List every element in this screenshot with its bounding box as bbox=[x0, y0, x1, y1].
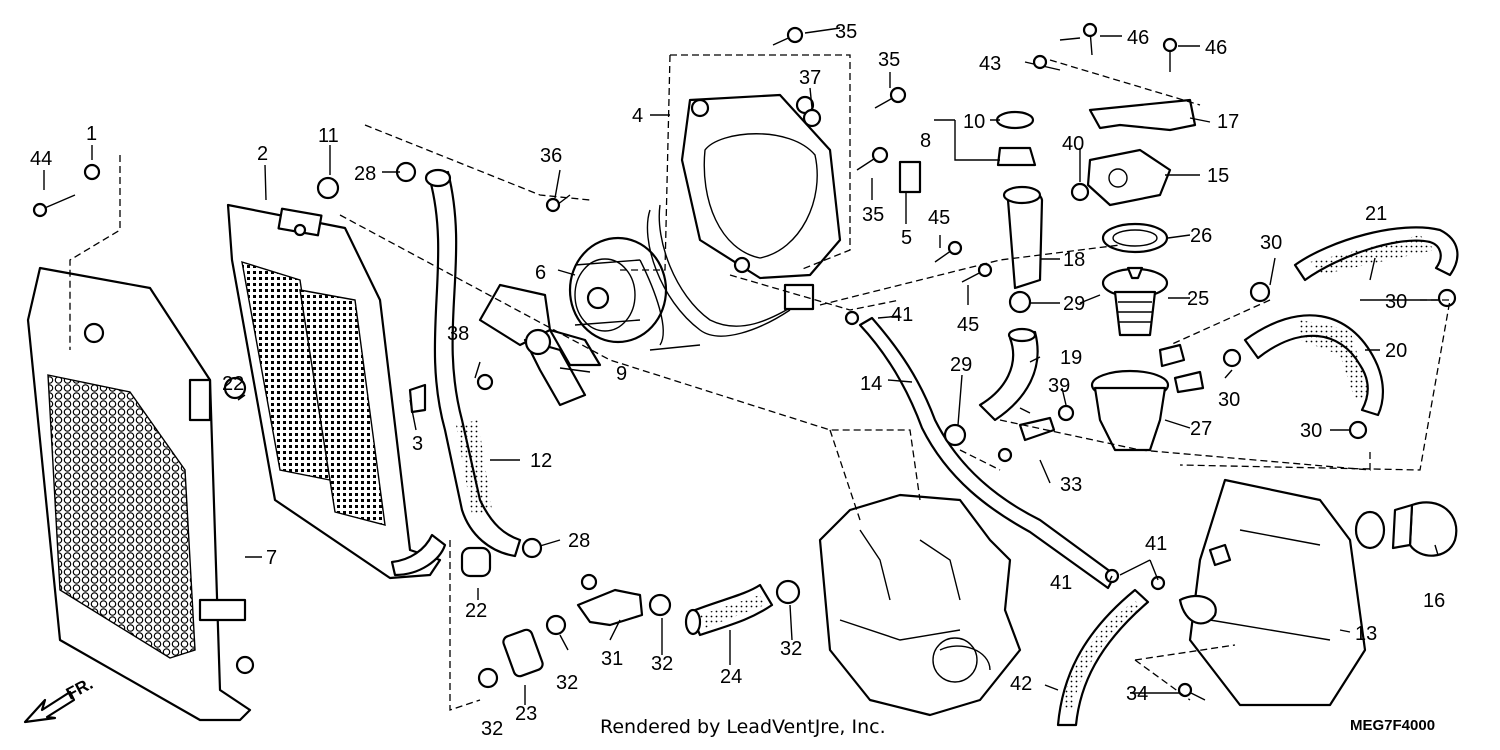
front-direction-arrow-icon bbox=[23, 690, 76, 724]
hose-19 bbox=[978, 327, 1039, 422]
callout-46b: 46 bbox=[1205, 37, 1227, 59]
callout-32b: 32 bbox=[780, 638, 802, 660]
fan-connector bbox=[783, 283, 815, 311]
callout-11: 11 bbox=[318, 125, 339, 147]
callout-22a: 22 bbox=[222, 373, 244, 395]
callout-32c: 32 bbox=[556, 672, 578, 694]
engine-outline bbox=[818, 493, 1022, 717]
leader-lines bbox=[43, 27, 1451, 711]
callout-24: 24 bbox=[720, 666, 742, 688]
callout-41c: 41 bbox=[1050, 572, 1072, 594]
callout-3: 3 bbox=[412, 433, 423, 455]
thermostat-25 bbox=[1101, 266, 1169, 337]
callout-28b: 28 bbox=[568, 530, 590, 552]
radiator-core bbox=[226, 203, 442, 580]
callout-42: 42 bbox=[1010, 673, 1032, 695]
callout-41a: 41 bbox=[891, 304, 913, 326]
callout-45b: 45 bbox=[957, 314, 979, 336]
callout-6: 6 bbox=[535, 262, 546, 284]
upper-radiator-hose bbox=[390, 168, 522, 577]
callout-18: 18 bbox=[1063, 249, 1085, 271]
reserve-tank bbox=[1178, 478, 1367, 707]
rubber-mount-22a bbox=[223, 376, 247, 400]
callout-17: 17 bbox=[1217, 111, 1239, 133]
hose-42 bbox=[1056, 588, 1150, 727]
callout-10: 10 bbox=[963, 111, 985, 133]
thermostat-housing-27 bbox=[1090, 343, 1205, 452]
callout-46a: 46 bbox=[1127, 27, 1149, 49]
thermostat-cover-15 bbox=[1086, 148, 1172, 207]
callout-44: 44 bbox=[30, 148, 52, 170]
callout-41b: 41 bbox=[1145, 533, 1167, 555]
callout-33: 33 bbox=[1060, 474, 1082, 496]
filler-neck-8 bbox=[995, 110, 1037, 167]
callout-1: 1 bbox=[86, 123, 97, 145]
reserve-tank-cap bbox=[1354, 501, 1458, 557]
callout-30b: 30 bbox=[1385, 291, 1407, 313]
callout-20: 20 bbox=[1385, 340, 1407, 362]
hose-20 bbox=[1243, 314, 1384, 417]
callout-14: 14 bbox=[860, 373, 882, 395]
o-ring-26 bbox=[1101, 222, 1169, 254]
callout-43: 43 bbox=[979, 53, 1001, 75]
callout-16: 16 bbox=[1423, 590, 1445, 612]
callout-15: 15 bbox=[1207, 165, 1229, 187]
callout-27: 27 bbox=[1190, 418, 1212, 440]
callout-12: 12 bbox=[530, 450, 552, 472]
callout-25: 25 bbox=[1187, 288, 1209, 310]
callout-34: 34 bbox=[1126, 683, 1148, 705]
hose-21 bbox=[1293, 226, 1459, 282]
callout-30c: 30 bbox=[1218, 389, 1240, 411]
callout-7: 7 bbox=[266, 547, 277, 569]
callout-30d: 30 bbox=[1300, 420, 1322, 442]
small-parts bbox=[83, 108, 1457, 689]
callout-32a: 32 bbox=[651, 653, 673, 675]
callout-labels: 1 2 3 4 5 6 7 8 9 10 11 12 13 14 15 16 1… bbox=[30, 21, 1445, 740]
bracket-17 bbox=[1088, 98, 1197, 132]
callout-29a: 29 bbox=[1063, 293, 1085, 315]
callout-45a: 45 bbox=[928, 207, 950, 229]
callout-19: 19 bbox=[1060, 347, 1082, 369]
callout-2: 2 bbox=[257, 143, 268, 165]
callout-9: 9 bbox=[616, 363, 627, 385]
callout-4: 4 bbox=[632, 105, 643, 127]
fan-shroud bbox=[646, 93, 842, 337]
callout-32d: 32 bbox=[481, 718, 503, 740]
callout-35c: 35 bbox=[862, 204, 884, 226]
callout-29b: 29 bbox=[950, 354, 972, 376]
callout-38: 38 bbox=[447, 323, 469, 345]
callout-5: 5 bbox=[901, 227, 912, 249]
hose-24 bbox=[684, 583, 774, 637]
callout-39: 39 bbox=[1048, 375, 1070, 397]
callout-35a: 35 bbox=[835, 21, 857, 43]
callout-13: 13 bbox=[1355, 623, 1377, 645]
callout-30a: 30 bbox=[1260, 232, 1282, 254]
callout-22b: 22 bbox=[465, 600, 487, 622]
callout-26: 26 bbox=[1190, 225, 1212, 247]
diagram-code: MEG7F4000 bbox=[1350, 717, 1435, 734]
callout-8: 8 bbox=[920, 130, 931, 152]
callout-35b: 35 bbox=[878, 49, 900, 71]
callout-28a: 28 bbox=[354, 163, 376, 185]
callout-40: 40 bbox=[1062, 133, 1084, 155]
callout-21: 21 bbox=[1365, 203, 1387, 225]
callout-36: 36 bbox=[540, 145, 562, 167]
water-pipe-18 bbox=[1002, 185, 1044, 290]
fan-motor bbox=[568, 236, 701, 351]
callout-37: 37 bbox=[799, 67, 821, 89]
render-credit: Rendered by LeadVentJre, Inc. bbox=[600, 716, 886, 738]
callout-31: 31 bbox=[601, 648, 623, 670]
radiator-grille-cover bbox=[26, 266, 255, 722]
callout-23: 23 bbox=[515, 703, 537, 725]
